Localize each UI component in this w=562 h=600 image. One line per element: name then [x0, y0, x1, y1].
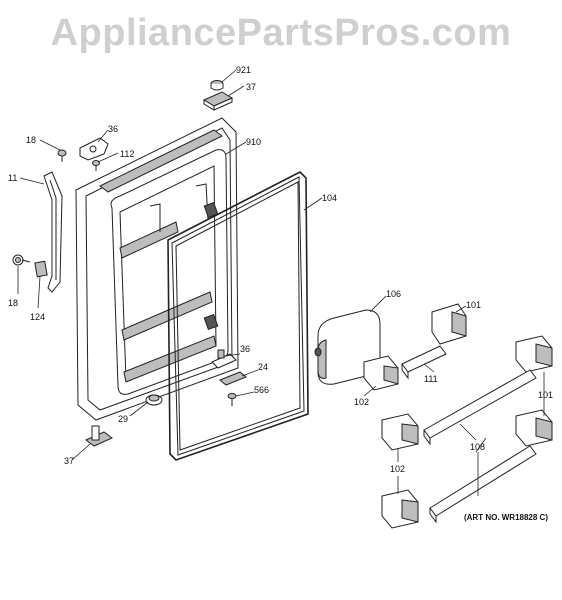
- callout-921: 921: [236, 65, 251, 75]
- hinge-bracket-top: [202, 91, 234, 111]
- callout-labels: 921 37 36 18 112 910 11 104 18 124 106 1…: [8, 65, 553, 474]
- callout-29: 29: [118, 414, 128, 424]
- callout-566: 566: [254, 385, 269, 395]
- screw-112: [92, 160, 100, 171]
- callout-18-lower: 18: [8, 298, 18, 308]
- watermark-logo: AppliancePartsPros.com: [50, 12, 512, 54]
- callout-112: 112: [120, 149, 134, 159]
- callout-910: 910: [246, 137, 261, 147]
- shelf-end-cap-102b: [381, 413, 419, 529]
- leader-lines: [17, 69, 545, 496]
- callout-36-lower: 36: [240, 344, 250, 354]
- screw-top: [57, 149, 67, 162]
- callout-111: 111: [424, 374, 438, 384]
- callout-11: 11: [8, 173, 17, 183]
- callout-101-upper: 101: [466, 300, 481, 310]
- screw-lower: [12, 254, 31, 266]
- shelf-end-cap-102a: [363, 355, 399, 391]
- callout-37-top: 37: [246, 82, 256, 92]
- shelf-bar-108: [423, 369, 537, 524]
- callout-106: 106: [386, 289, 401, 299]
- callout-104: 104: [322, 193, 337, 203]
- callout-18-top: 18: [26, 135, 36, 145]
- hinge-pin-bottom: [211, 349, 237, 369]
- callout-36-top: 36: [108, 124, 118, 134]
- hinge-shim: [219, 371, 247, 386]
- door-gasket: [167, 171, 309, 461]
- hinge-bottom: [85, 425, 113, 447]
- cap-921: [210, 80, 224, 91]
- callout-102-upper: 102: [354, 397, 369, 407]
- shelf-end-cap-101a: [431, 303, 467, 345]
- handle-clip: [34, 260, 48, 278]
- callout-124: 124: [30, 312, 45, 322]
- shelf-end-cap-101b: [515, 335, 553, 447]
- callout-108: 108: [470, 442, 485, 452]
- plug-29: [145, 394, 163, 406]
- callout-101-right: 101: [538, 390, 553, 400]
- art-number: (ART NO. WR18828 C): [464, 513, 548, 522]
- hinge-top: [79, 137, 109, 161]
- callout-24: 24: [258, 362, 268, 372]
- door-assembly: [75, 117, 239, 421]
- screw-566: [227, 393, 237, 406]
- door-handle: [43, 171, 63, 293]
- callout-102-lower: 102: [390, 464, 405, 474]
- shelf-bar-111: [401, 345, 447, 380]
- callout-37-bottom: 37: [64, 456, 74, 466]
